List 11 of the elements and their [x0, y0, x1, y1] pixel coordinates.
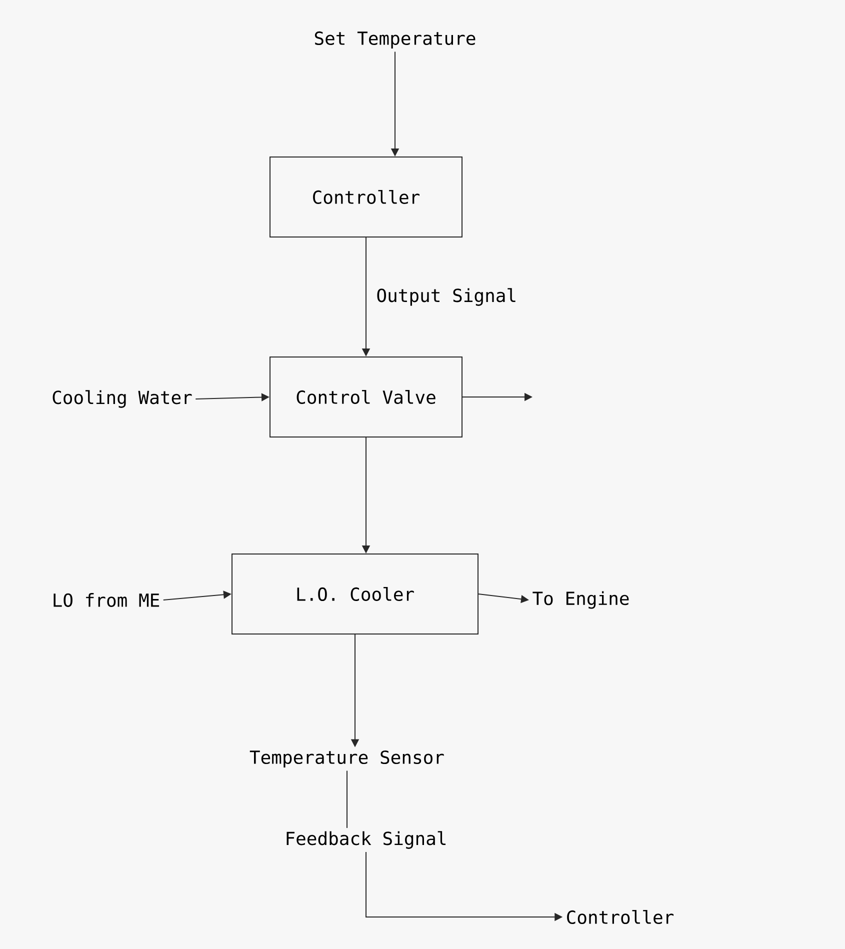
text-label: Cooling Water: [52, 390, 192, 408]
text-label: To Engine: [532, 591, 629, 609]
text-label: Controller: [567, 910, 674, 924]
text-label: Temperature Sensor: [250, 750, 444, 768]
text-label: LO from ME: [54, 593, 160, 607]
edge-label: Output Signal: [374, 286, 520, 308]
process-box: L.O. Cooler: [232, 554, 478, 634]
text-label: Feedback Signal: [286, 831, 446, 849]
process-box: Control Valve: [270, 356, 462, 438]
process-box: Controller: [270, 156, 462, 238]
text-label: Set Temperature: [314, 31, 476, 49]
